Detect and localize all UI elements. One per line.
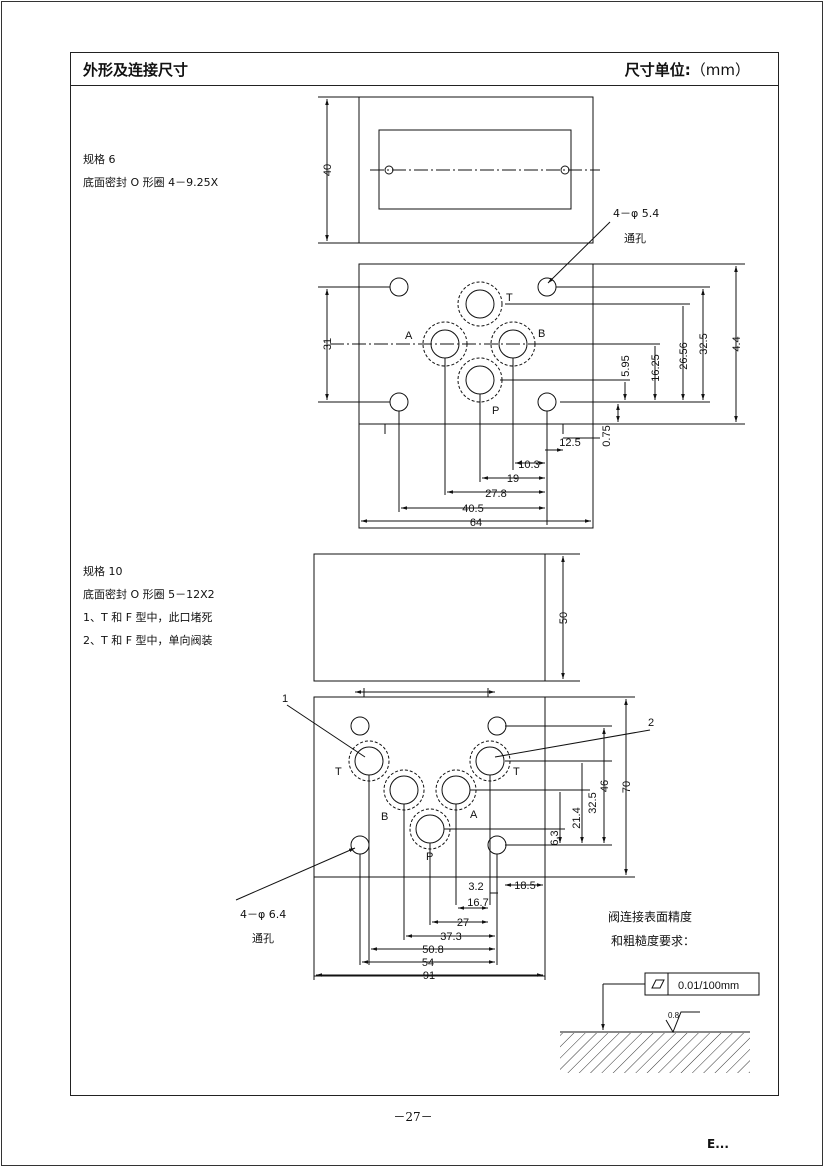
size6-port-p bbox=[465, 365, 495, 395]
size6-port-label-a: A bbox=[405, 330, 413, 342]
flatness-value: 0.01/100mm bbox=[678, 980, 739, 992]
size10-dim-text: 6.3 bbox=[549, 830, 561, 845]
size10-dim-text: 70 bbox=[621, 781, 633, 793]
size6-side-hole-left bbox=[384, 165, 394, 175]
size10-note2: 2、T 和 F 型中，单向阀装 bbox=[83, 634, 213, 647]
header-row: 外形及连接尺寸 尺寸单位:（mm） bbox=[71, 53, 778, 86]
surface-line2: 和粗糙度要求： bbox=[611, 934, 696, 948]
content-frame: 外形及连接尺寸 尺寸单位:（mm） bbox=[70, 52, 779, 1096]
size10-dim-text: 18.5 bbox=[514, 880, 535, 892]
size10-dim-text: 32.5 bbox=[587, 792, 599, 813]
size10-hole-note: 4－φ 6.4 bbox=[240, 908, 287, 921]
size6-top-outline bbox=[358, 263, 594, 529]
size6-dim-text: 12.5 bbox=[559, 437, 580, 449]
size6-port-label-p: P bbox=[492, 405, 499, 417]
size10-bolt-hole bbox=[350, 835, 370, 855]
size10-note1: 1、T 和 F 型中，此口堵死 bbox=[83, 611, 213, 624]
unit-value: （mm） bbox=[690, 61, 750, 79]
size10-port-b bbox=[389, 775, 419, 805]
size6-hole-note: 4－φ 5.4 bbox=[613, 207, 660, 220]
size6-dim-text: 4.4 bbox=[731, 336, 743, 351]
size6-seal: 底面密封 O 形圈 4－9.25X bbox=[83, 176, 219, 189]
page-title: 外形及连接尺寸 bbox=[83, 61, 189, 79]
size6-bolt-hole bbox=[537, 392, 557, 412]
size6-dim-text: 5.95 bbox=[620, 355, 632, 376]
size10-bolt-hole bbox=[487, 716, 507, 736]
size10-bolt-hole bbox=[487, 835, 507, 855]
size10-callout-2: 2 bbox=[648, 717, 654, 729]
size6-bolt-hole bbox=[389, 392, 409, 412]
size10-dim-text: 50 bbox=[558, 612, 570, 624]
size6-dim-text: 26.56 bbox=[678, 342, 690, 370]
size10-dim-text: 21.4 bbox=[571, 807, 583, 828]
size10-port-label-t-right: T bbox=[513, 766, 520, 778]
unit-label: 尺寸单位:（mm） bbox=[625, 59, 750, 80]
size6-port-t bbox=[465, 289, 495, 319]
size10-port-t-right bbox=[475, 746, 505, 776]
size10-callout-1: 1 bbox=[282, 693, 288, 705]
size10-hole-note2: 通孔 bbox=[252, 932, 274, 945]
size6-side-hole-right bbox=[560, 165, 570, 175]
size10-spec: 规格 10 bbox=[83, 565, 123, 578]
size6-dim-text: 27.8 bbox=[485, 488, 506, 500]
size10-dim-text: 91 bbox=[423, 970, 435, 982]
size10-dim-text: 50.8 bbox=[422, 944, 443, 956]
size10-port-label-t-left: T bbox=[335, 766, 342, 778]
size10-dim-text: 16.7 bbox=[467, 897, 488, 909]
size10-dim-text: 54 bbox=[422, 957, 434, 969]
size10-port-label-a: A bbox=[470, 809, 478, 821]
unit-label-text: 尺寸单位: bbox=[624, 61, 691, 79]
size6-dim-text: 32.5 bbox=[698, 333, 710, 354]
size6-dim-text: 19 bbox=[507, 473, 519, 485]
size10-bolt-hole bbox=[350, 716, 370, 736]
size6-dim-text: 64 bbox=[470, 517, 482, 529]
surface-line1: 阀连接表面精度 bbox=[608, 910, 693, 924]
size6-port-label-t: T bbox=[506, 292, 513, 304]
size10-dim-text: 3.2 bbox=[468, 881, 483, 893]
size6-notes: 规格 6 底面密封 O 形圈 4－9.25X bbox=[83, 148, 218, 194]
size6-dim-text: 16.25 bbox=[650, 354, 662, 382]
size6-bolt-hole bbox=[389, 277, 409, 297]
size6-dim-text: 40 bbox=[322, 164, 334, 176]
size6-hole-note2: 通孔 bbox=[624, 232, 646, 245]
size10-dim-text: 37.3 bbox=[440, 931, 461, 943]
size6-dim-text: 0.75 bbox=[601, 425, 613, 446]
size10-top-outline bbox=[313, 696, 546, 977]
size10-dim-text: 27 bbox=[457, 917, 469, 929]
size6-spec: 规格 6 bbox=[83, 153, 116, 166]
size10-dim-text: 46 bbox=[599, 780, 611, 792]
size10-port-p bbox=[415, 814, 445, 844]
size6-dim-text: 10.3 bbox=[518, 459, 539, 471]
corner-mark: E... bbox=[707, 1137, 729, 1151]
surface-hatch bbox=[560, 1033, 750, 1073]
size6-port-label-b: B bbox=[538, 328, 545, 340]
size10-port-label-b: B bbox=[381, 811, 388, 823]
page-number: －27－ bbox=[393, 1110, 433, 1124]
size10-side-outline bbox=[313, 553, 546, 682]
size10-notes: 规格 10 底面密封 O 形圈 5－12X2 1、T 和 F 型中，此口堵死 2… bbox=[83, 560, 215, 652]
size6-dim-text: 40.5 bbox=[462, 503, 483, 515]
size10-port-a bbox=[441, 775, 471, 805]
size6-dim-text: 31 bbox=[322, 338, 334, 350]
roughness-value: 0.8 bbox=[668, 1011, 680, 1020]
size6-bolt-hole bbox=[537, 277, 557, 297]
size10-port-label-p: P bbox=[426, 851, 433, 863]
size10-seal: 底面密封 O 形圈 5－12X2 bbox=[83, 588, 215, 601]
size10-port-t-left bbox=[354, 746, 384, 776]
